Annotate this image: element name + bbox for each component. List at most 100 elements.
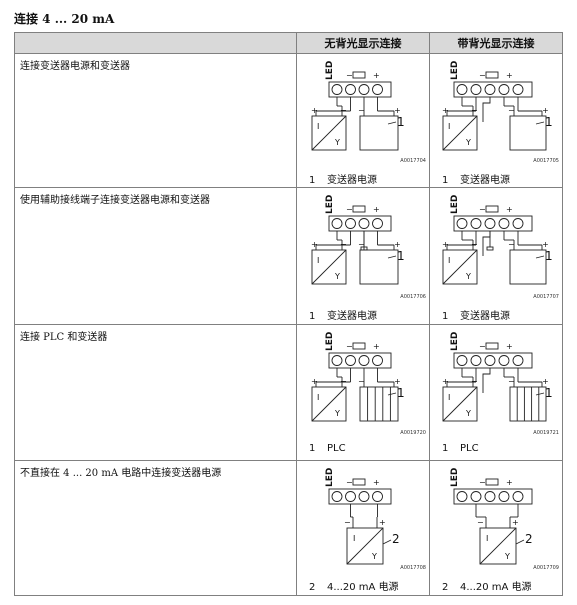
- plus-sign: +: [506, 342, 513, 351]
- transmitter-label-y: Y: [334, 409, 340, 418]
- legend-text: PLC: [460, 443, 479, 454]
- terminal-circle: [372, 218, 383, 229]
- top-indicator: [485, 342, 499, 350]
- legend-number: 1: [309, 175, 316, 186]
- top-indicator: [485, 71, 499, 79]
- legend-number: 1: [309, 311, 316, 322]
- terminal-block: [328, 352, 392, 369]
- minus-sign: −: [471, 240, 478, 249]
- terminal-block: [328, 488, 392, 505]
- transmitter-label-y: Y: [465, 138, 471, 147]
- plc-box: [359, 386, 399, 422]
- terminal-block: [328, 81, 392, 98]
- plus-sign: +: [311, 377, 318, 386]
- callout-number: 2: [392, 532, 400, 546]
- wiring-diagram: LED−++−−+IY1: [442, 332, 553, 422]
- plus-sign: +: [506, 71, 513, 80]
- terminal-block: [453, 81, 533, 98]
- legend-text: 变送器电源: [460, 311, 510, 322]
- terminal-circle: [372, 355, 383, 366]
- figure-code: A0017705: [533, 158, 559, 164]
- transmitter-label-i: I: [317, 393, 319, 402]
- header-description: [14, 32, 297, 54]
- wiring-diagram: LED−++−−+IY1: [311, 332, 405, 422]
- terminal-circle: [484, 491, 496, 502]
- terminal-circle: [358, 491, 370, 502]
- terminal-circle: [498, 218, 510, 229]
- terminal-circle: [358, 355, 370, 366]
- terminal-circle: [358, 84, 370, 95]
- terminal-circle: [512, 84, 524, 95]
- minus-sign: −: [479, 71, 486, 80]
- callout-line: [515, 539, 525, 545]
- aux-terminal: [486, 246, 494, 251]
- plus-sign: +: [394, 106, 401, 115]
- led-label: LED: [450, 61, 460, 80]
- terminal-circle: [512, 491, 524, 502]
- callout-number: 1: [397, 386, 405, 400]
- plus-sign: +: [542, 106, 549, 115]
- figure-code: A0019721: [533, 430, 559, 436]
- transmitter-label-i: I: [353, 534, 355, 543]
- supply-box: [509, 249, 547, 285]
- callout-line: [382, 539, 392, 545]
- callout-number: 2: [525, 532, 533, 546]
- legend-number: 2: [309, 582, 316, 593]
- terminal-circle: [331, 84, 343, 95]
- transmitter-label-i: I: [448, 393, 450, 402]
- plus-sign: +: [394, 377, 401, 386]
- transmitter-diagonal: [311, 115, 347, 151]
- transmitter-label-i: I: [448, 122, 450, 131]
- minus-sign: −: [358, 377, 365, 386]
- wiring-diagram: LED−++−−+IY1: [442, 195, 553, 285]
- transmitter-box: [479, 527, 517, 565]
- terminal-circle: [345, 218, 356, 229]
- plc-box: [509, 386, 547, 422]
- wiring-diagram: LED−+−+IY2: [450, 468, 533, 565]
- plus-sign: +: [373, 205, 380, 214]
- terminal-circle: [345, 84, 356, 95]
- wiring-diagram: LED−+−+IY2: [325, 468, 400, 565]
- figure-code: A0017706: [400, 294, 426, 300]
- transmitter-box: [442, 249, 478, 285]
- section-title: 连接 4 ... 20 mA: [14, 12, 115, 26]
- transmitter-diagonal: [442, 386, 478, 422]
- plus-sign: +: [311, 106, 318, 115]
- transmitter-label-y: Y: [334, 272, 340, 281]
- top-indicator: [352, 342, 366, 350]
- row-label: 不直接在 4 ... 20 mA 电路中连接变送器电源: [14, 460, 297, 596]
- top-indicator: [352, 478, 366, 486]
- plus-sign: +: [394, 240, 401, 249]
- terminal-circle: [331, 355, 343, 366]
- plus-sign: +: [512, 518, 519, 527]
- backlight-wire: [482, 97, 491, 122]
- minus-sign: −: [340, 240, 347, 249]
- terminal-circle: [470, 491, 482, 502]
- minus-sign: −: [346, 205, 353, 214]
- callout-line: [535, 255, 545, 259]
- supply-box: [359, 115, 399, 151]
- transmitter-diagonal: [479, 527, 517, 565]
- transmitter-label-i: I: [486, 534, 488, 543]
- figure-code: A0017709: [533, 565, 559, 571]
- led-label: LED: [450, 195, 460, 214]
- plus-sign: +: [311, 240, 318, 249]
- callout-number: 1: [397, 115, 405, 129]
- plus-sign: +: [373, 478, 380, 487]
- plus-sign: +: [379, 518, 386, 527]
- terminal-circle: [331, 218, 343, 229]
- led-label: LED: [450, 332, 460, 351]
- terminal-circle: [484, 218, 496, 229]
- top-indicator: [485, 478, 499, 486]
